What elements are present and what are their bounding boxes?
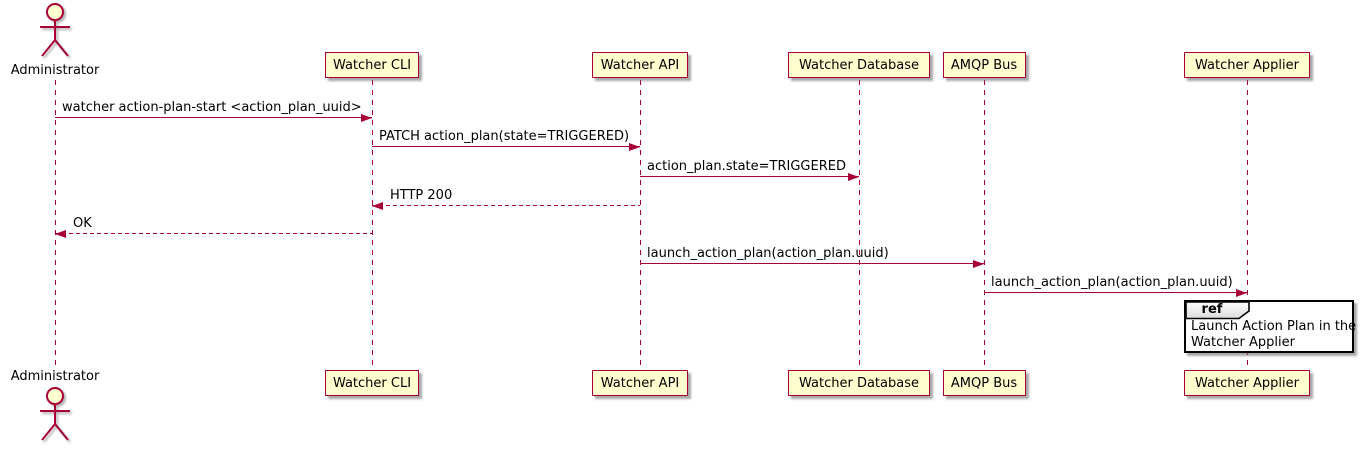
message-arrowhead bbox=[55, 229, 66, 238]
message-line bbox=[372, 146, 640, 147]
message-label: launch_action_plan(action_plan.uuid) bbox=[991, 275, 1233, 290]
participant-label: Watcher Applier bbox=[1195, 375, 1299, 391]
participant-box: AMQP Bus bbox=[942, 52, 1026, 78]
ref-fragment: ref Launch Action Plan in the Watcher Ap… bbox=[1184, 300, 1357, 353]
participant-box: AMQP Bus bbox=[942, 370, 1026, 396]
ref-keyword: ref bbox=[1201, 302, 1223, 317]
actor-label: Administrator bbox=[10, 369, 100, 384]
message-arrowhead bbox=[973, 259, 984, 268]
message-label: watcher action-plan-start <action_plan_u… bbox=[62, 100, 362, 115]
message-arrowhead bbox=[372, 201, 383, 210]
participant-box: Watcher Applier bbox=[1184, 52, 1310, 78]
lifeline bbox=[983, 80, 985, 370]
message-line bbox=[55, 117, 372, 118]
ref-text-line: Watcher Applier bbox=[1191, 335, 1295, 350]
message-line bbox=[372, 205, 640, 206]
actor-label: Administrator bbox=[10, 63, 100, 78]
message-arrowhead bbox=[629, 142, 640, 151]
message-arrowhead bbox=[361, 113, 372, 122]
message-label: HTTP 200 bbox=[390, 188, 453, 203]
message-label: PATCH action_plan(state=TRIGGERED) bbox=[379, 129, 630, 144]
participant-box: Watcher Database bbox=[788, 370, 930, 396]
participant-box: Watcher CLI bbox=[325, 52, 419, 78]
participant-label: Watcher API bbox=[600, 375, 680, 391]
participant-box: Watcher Applier bbox=[1184, 370, 1310, 396]
participant-label: Watcher Applier bbox=[1195, 57, 1299, 73]
actor-figure bbox=[33, 2, 77, 64]
participant-label: AMQP Bus bbox=[950, 375, 1018, 391]
participant-box: Watcher API bbox=[592, 370, 688, 396]
message-line bbox=[55, 233, 372, 234]
message-line bbox=[640, 176, 859, 177]
message-arrowhead bbox=[848, 172, 859, 181]
participant-label: Watcher Database bbox=[799, 57, 919, 73]
lifeline bbox=[371, 80, 373, 370]
participant-box: Watcher API bbox=[592, 52, 688, 78]
message-arrowhead bbox=[1236, 288, 1247, 297]
lifeline bbox=[858, 80, 860, 370]
message-label: OK bbox=[73, 216, 92, 231]
participant-label: Watcher CLI bbox=[332, 375, 412, 391]
participant-box: Watcher Database bbox=[788, 52, 930, 78]
ref-keyword-badge: ref bbox=[1185, 301, 1251, 320]
participant-label: Watcher API bbox=[600, 57, 680, 73]
message-line bbox=[640, 263, 984, 264]
ref-pentagon-icon bbox=[1185, 301, 1250, 320]
ref-text: Launch Action Plan in the Watcher Applie… bbox=[1191, 319, 1357, 351]
ref-text-line: Launch Action Plan in the bbox=[1191, 319, 1357, 334]
participant-label: Watcher Database bbox=[799, 375, 919, 391]
lifeline bbox=[639, 80, 641, 370]
message-label: action_plan.state=TRIGGERED bbox=[647, 159, 846, 174]
participant-box: Watcher CLI bbox=[325, 370, 419, 396]
message-label: launch_action_plan(action_plan.uuid) bbox=[647, 246, 889, 261]
actor-figure bbox=[33, 386, 77, 448]
participant-label: Watcher CLI bbox=[332, 57, 412, 73]
participant-label: AMQP Bus bbox=[950, 57, 1018, 73]
message-line bbox=[984, 292, 1247, 293]
lifeline bbox=[1246, 80, 1248, 370]
lifeline bbox=[54, 80, 56, 370]
